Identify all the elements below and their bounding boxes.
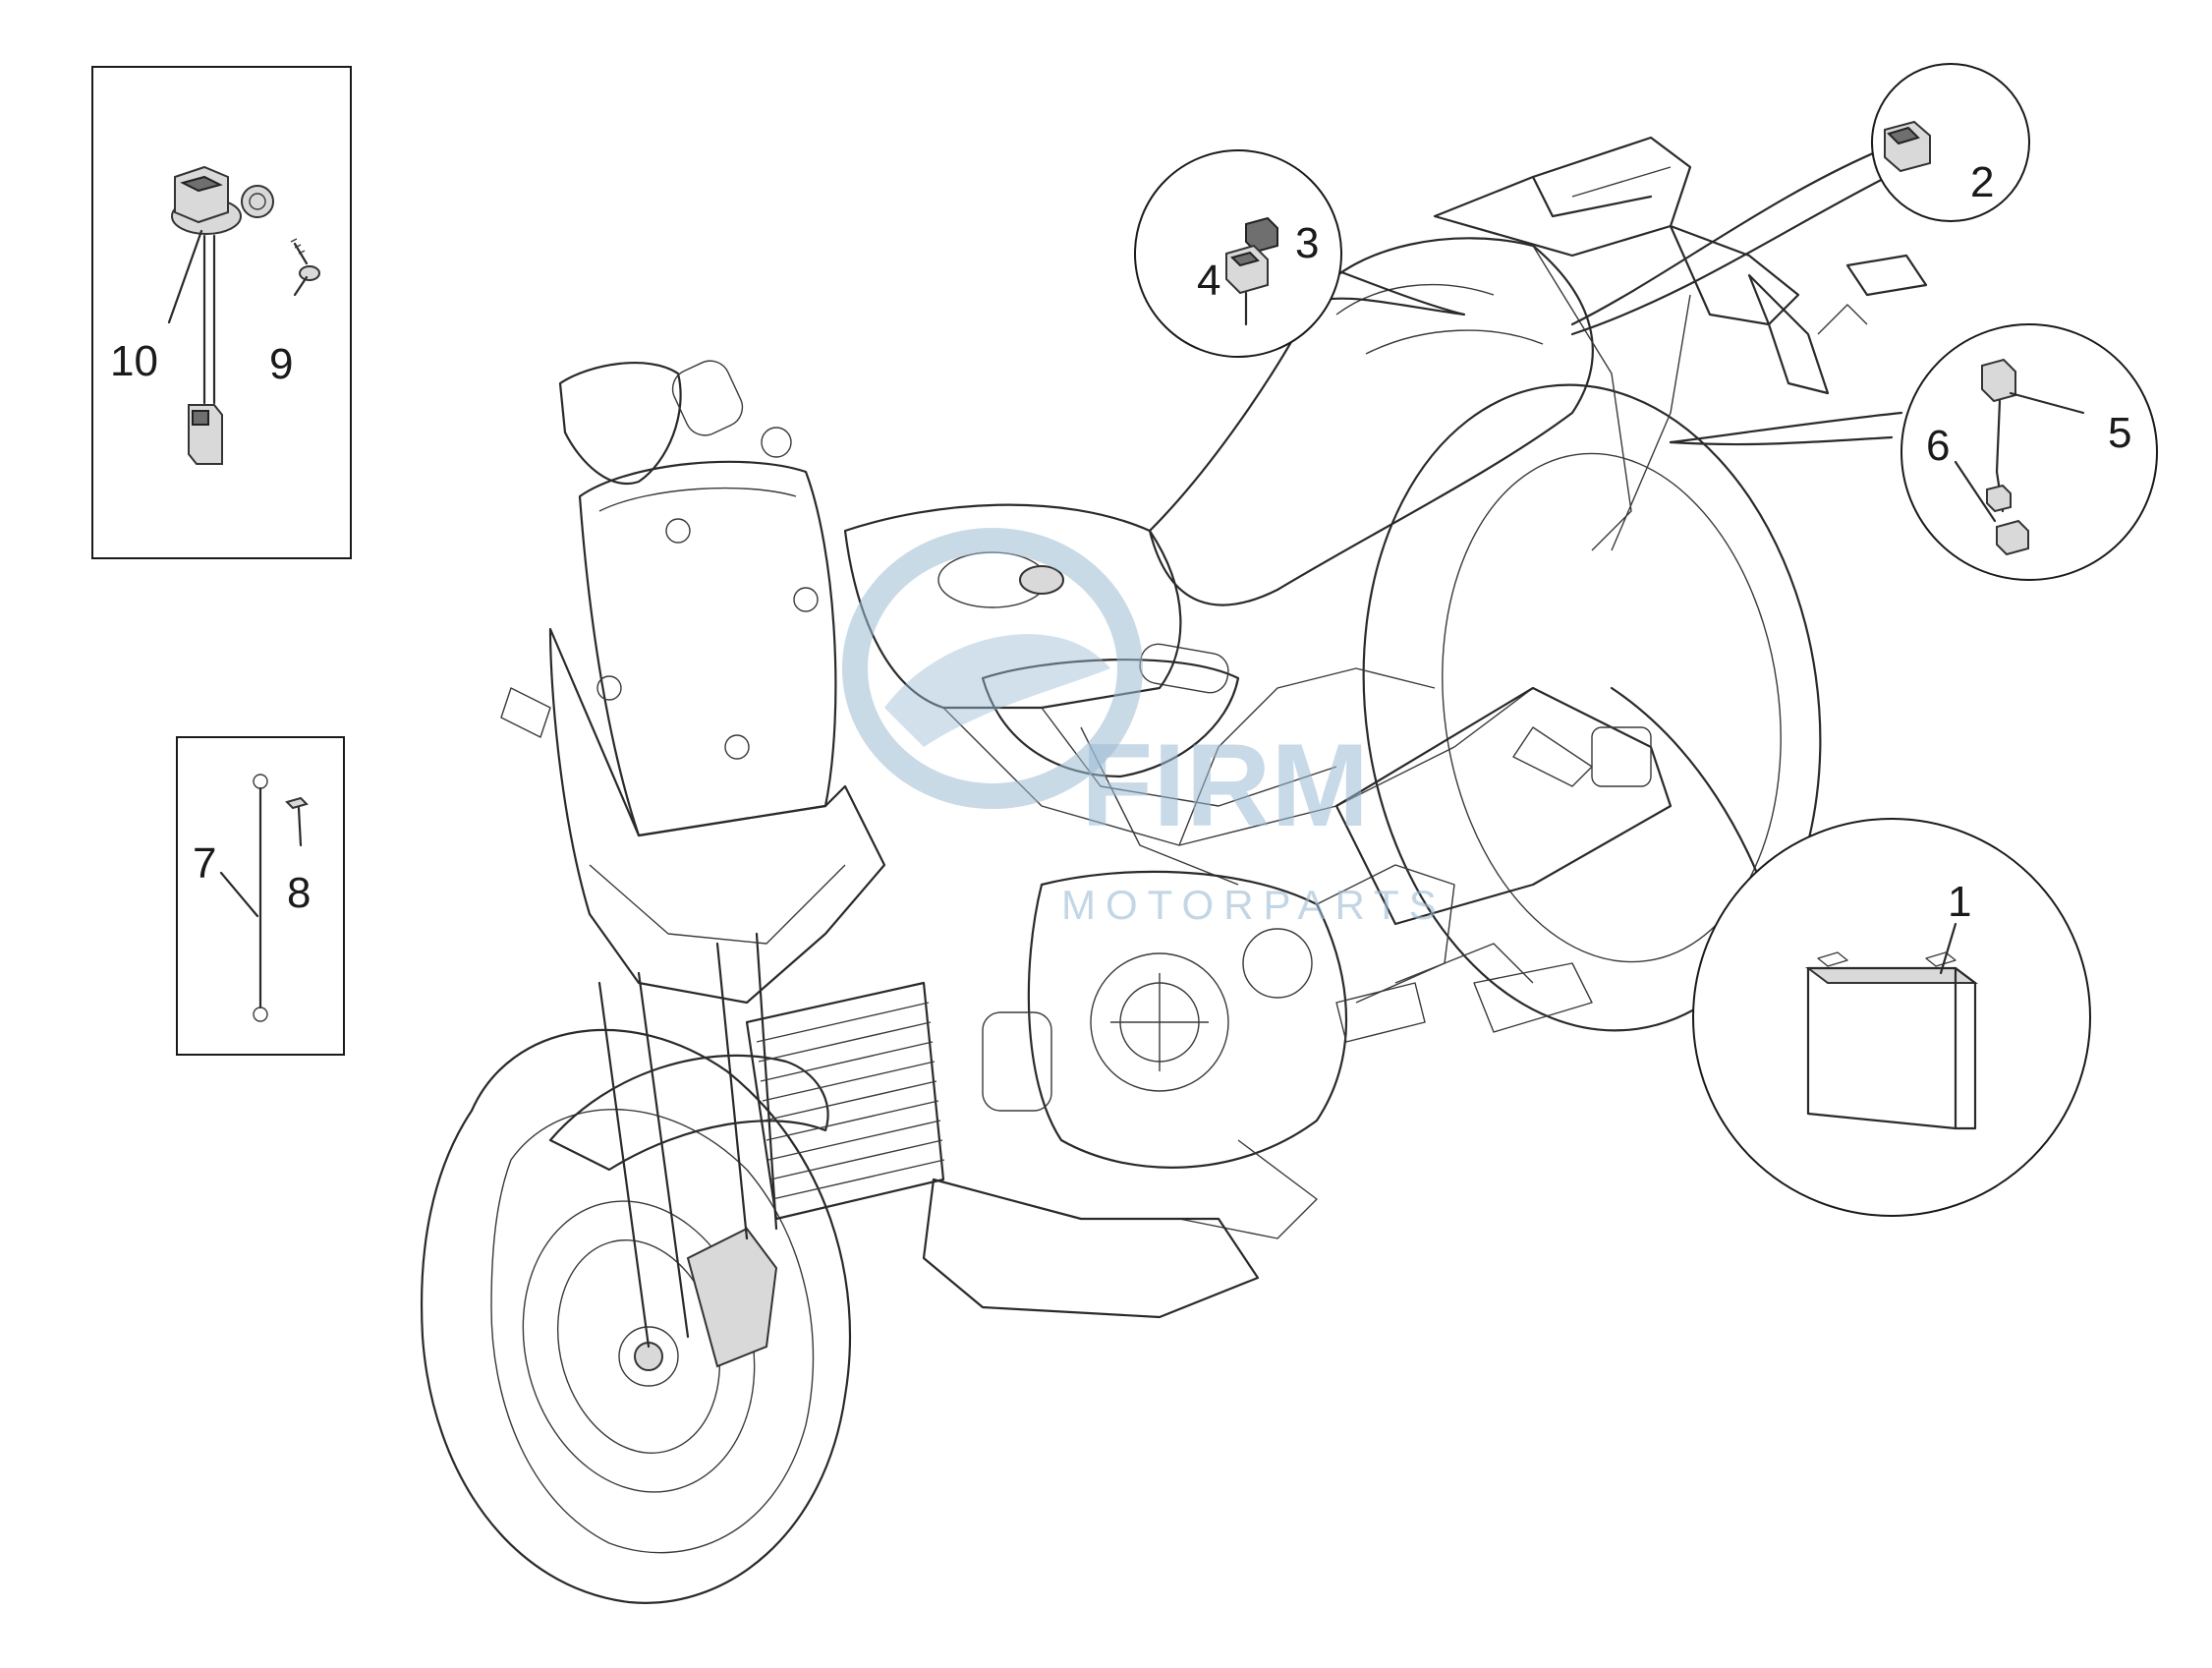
callout-label-2: 2 bbox=[1970, 158, 1994, 206]
callout-box-7-8: 7 8 bbox=[176, 736, 345, 1056]
callout-label-8: 8 bbox=[287, 869, 311, 917]
battery-part-1-icon bbox=[1805, 951, 1978, 1130]
watermark-sub: MOTORPARTS bbox=[1061, 882, 1446, 928]
callout-label-9: 9 bbox=[269, 340, 293, 388]
connector-part-2-icon bbox=[1884, 120, 1931, 173]
connector-part-3-icon bbox=[1245, 216, 1278, 254]
ground-cable-part-7-icon bbox=[253, 774, 268, 1022]
callout-box-9-10: 10 9 bbox=[91, 66, 352, 559]
callout-label-3: 3 bbox=[1295, 219, 1319, 267]
callout-label-1: 1 bbox=[1948, 878, 1971, 926]
callout-label-10: 10 bbox=[110, 337, 158, 385]
callout-label-7: 7 bbox=[193, 839, 216, 888]
callout-circle-2: 2 bbox=[1871, 63, 2030, 222]
ignition-sensor-part-10-icon bbox=[171, 165, 274, 465]
connector-part-4-icon bbox=[1225, 244, 1269, 326]
watermark-main: FIRM bbox=[1081, 719, 1369, 851]
callout-leader-lines bbox=[1320, 145, 1903, 906]
callout-label-6: 6 bbox=[1926, 422, 1950, 470]
callout-circle-5-6: 5 6 bbox=[1900, 323, 2158, 581]
watermark-logo: FIRM MOTORPARTS bbox=[842, 528, 1446, 928]
motorcycle-illustration bbox=[420, 136, 1928, 1604]
callout-circle-3-4: 3 4 bbox=[1134, 149, 1342, 358]
cap-part-6-icon bbox=[1996, 519, 2029, 556]
callout-label-5: 5 bbox=[2108, 409, 2131, 457]
callout-circle-1: 1 bbox=[1692, 818, 2091, 1217]
bolt-part-8-icon bbox=[285, 796, 309, 847]
callout-label-4: 4 bbox=[1197, 257, 1220, 305]
screw-part-9-icon bbox=[290, 238, 320, 281]
